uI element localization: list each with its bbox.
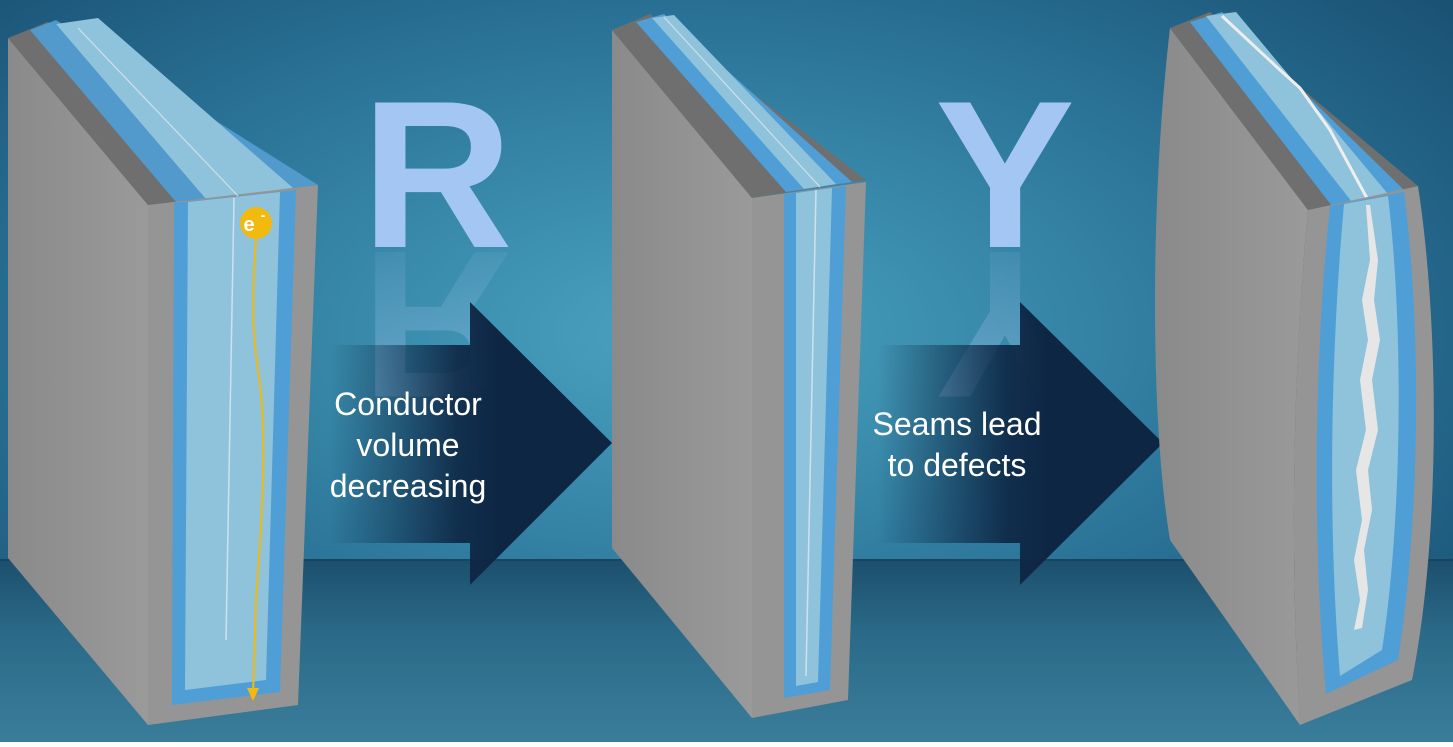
electron-symbol: e	[243, 214, 254, 236]
arrow-1: Conductor volume decreasing	[330, 302, 612, 585]
electron-path-arrow	[252, 237, 265, 696]
arrow-2-shape	[878, 302, 1163, 585]
block-3-seam-defect	[1354, 205, 1380, 630]
block-3-side	[1155, 28, 1308, 725]
block-2-conductor	[796, 188, 832, 686]
block-thin-conductor	[612, 14, 866, 718]
arrow-1-label-line-1: Conductor	[334, 386, 482, 422]
block-2-top-seam	[663, 16, 821, 188]
block-2-side	[612, 30, 752, 718]
arrow-2: Seams lead to defects	[873, 302, 1163, 585]
arrow-1-label-line-3: decreasing	[330, 468, 487, 504]
arrow-2-label-line-1: Seams lead	[873, 406, 1042, 442]
letter-r: R	[361, 57, 513, 292]
block-1-top-seam	[77, 27, 239, 197]
arrow-1-label-line-2: volume	[356, 427, 459, 463]
letter-y: Y	[935, 57, 1075, 292]
electron-arrowhead	[247, 688, 259, 701]
block-2-top-conductor	[652, 15, 836, 189]
block-defective	[1155, 12, 1434, 725]
electron-icon	[240, 207, 272, 239]
arrow-2-label-line-2: to defects	[888, 447, 1027, 483]
arrow-1-shape	[330, 302, 612, 585]
block-3-top-seam	[1220, 14, 1370, 201]
block-1-seam	[225, 197, 235, 641]
block-1-top-conductor	[56, 18, 293, 199]
block-1-conductor	[185, 192, 280, 690]
block-2-seam	[805, 189, 817, 677]
electron-charge: -	[261, 207, 266, 223]
block-1-side	[8, 38, 148, 725]
block-wide-conductor: e -	[8, 18, 318, 725]
